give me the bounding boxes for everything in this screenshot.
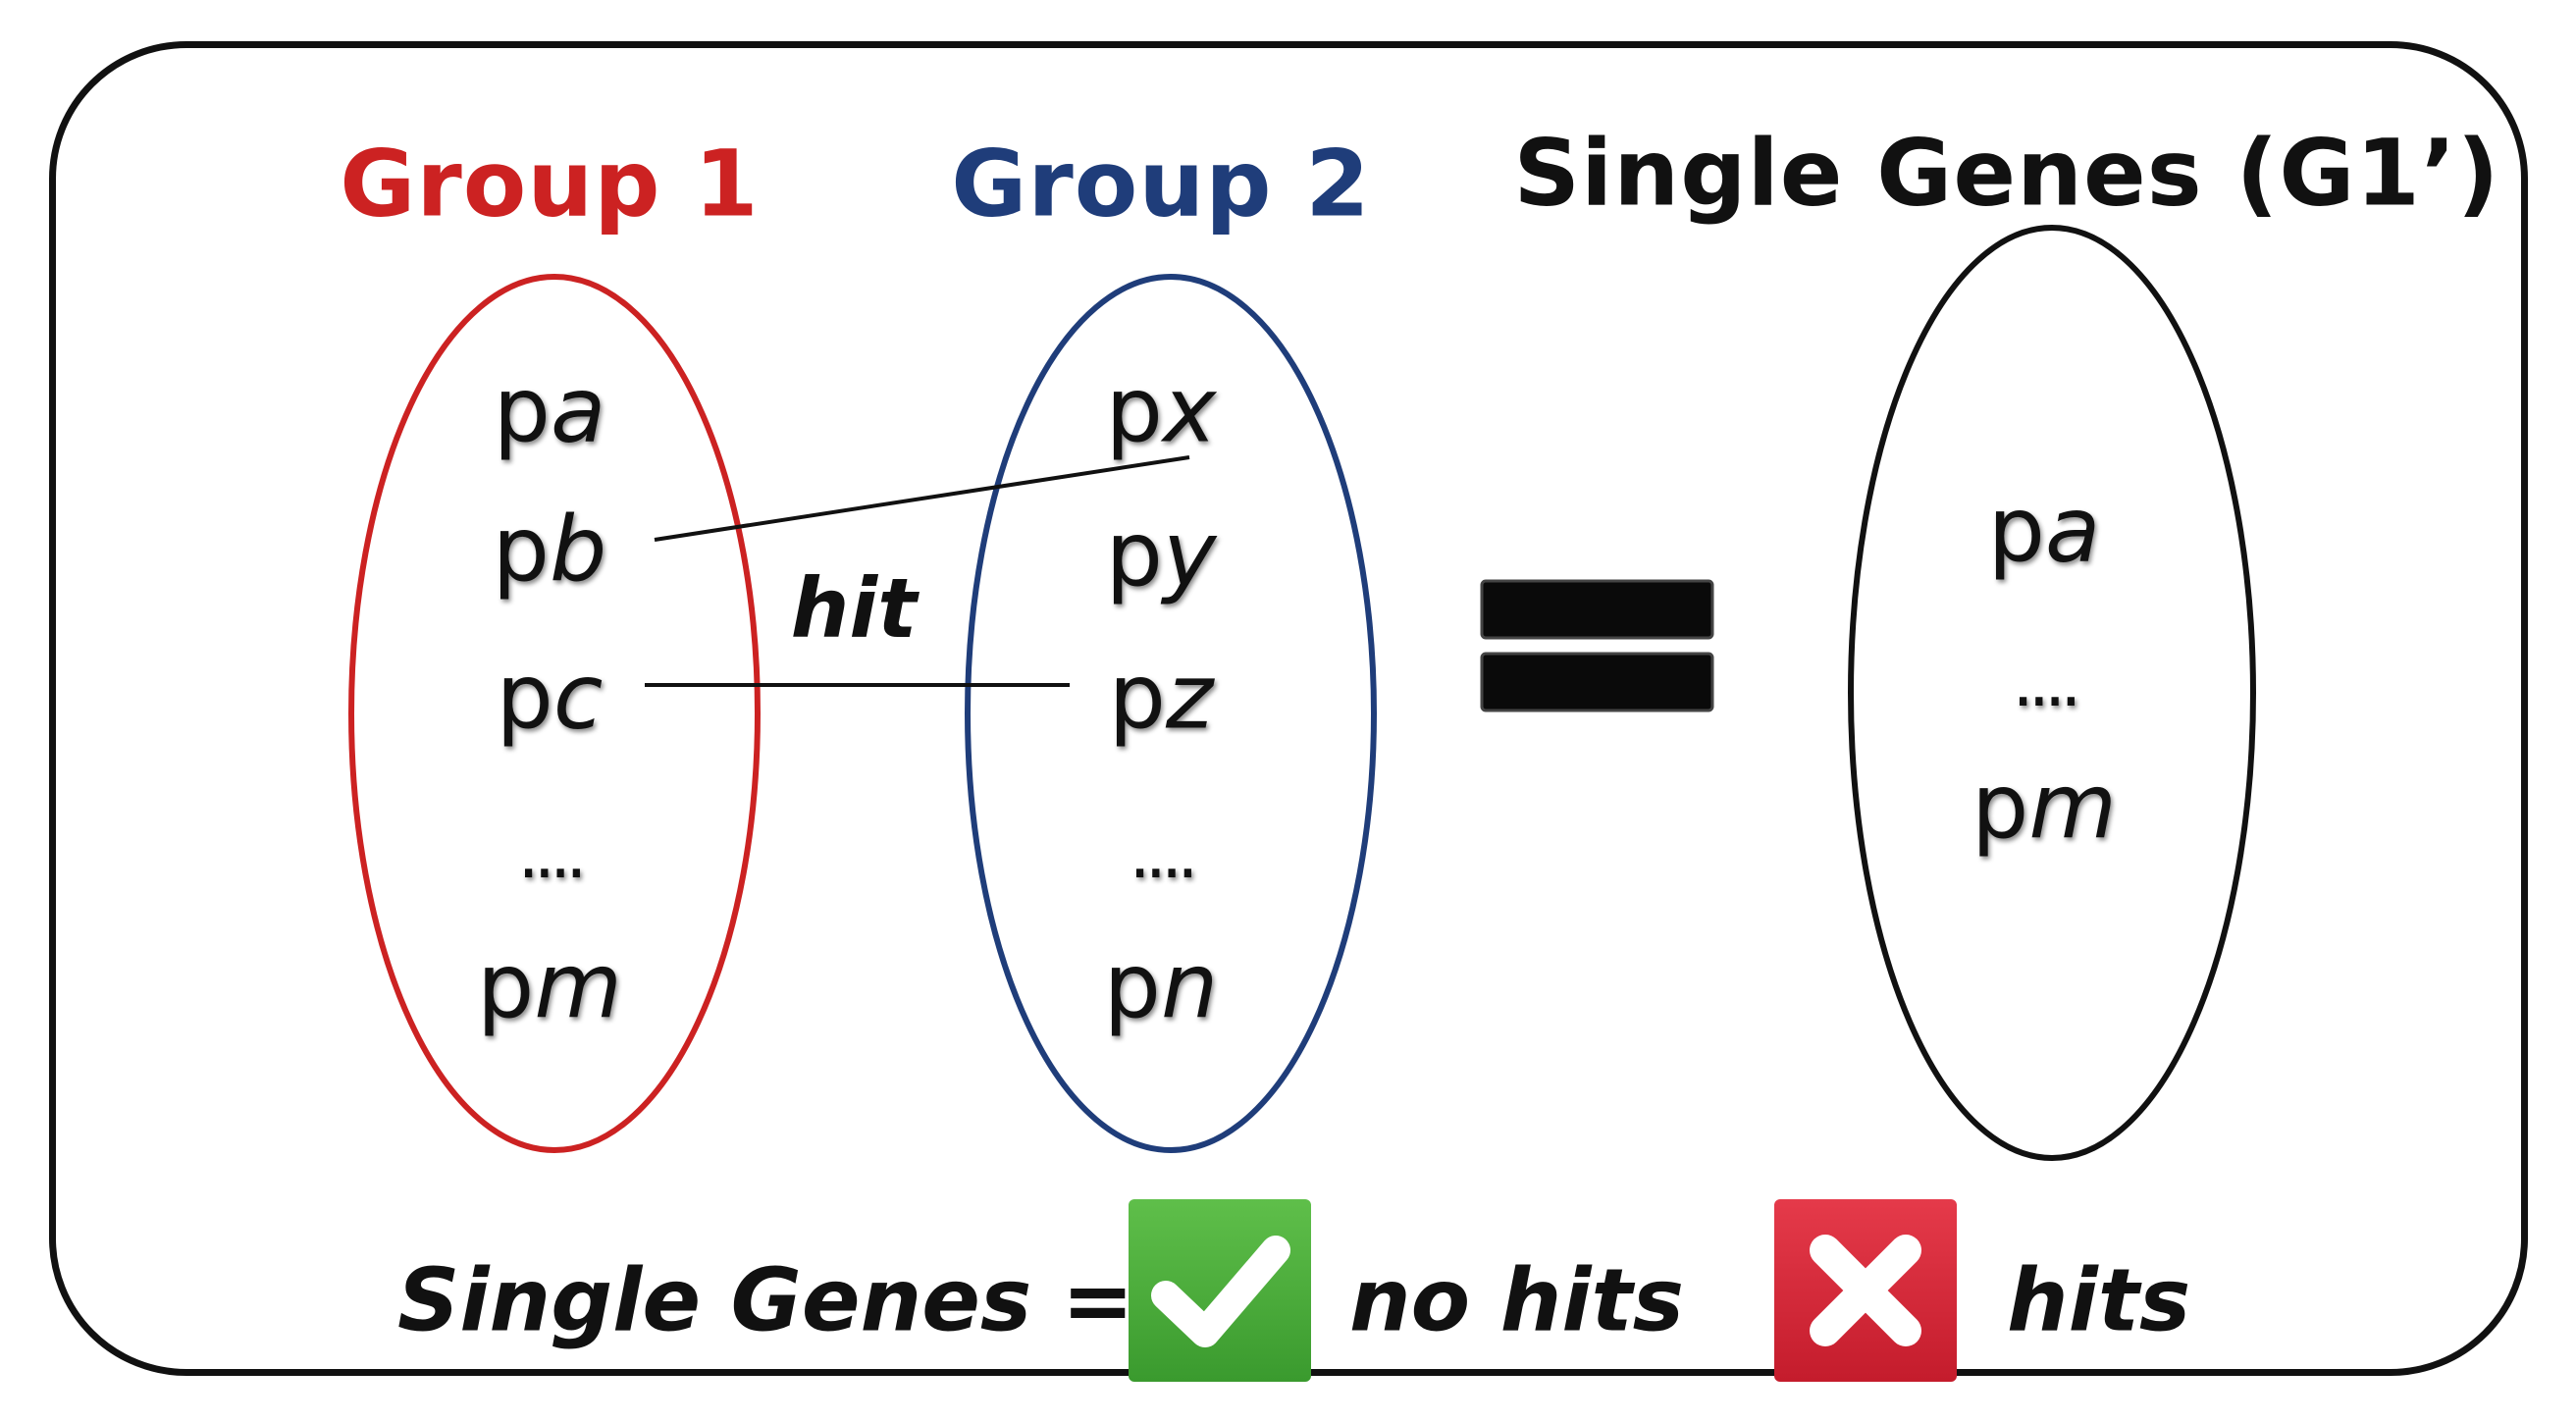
- legend-no-hits: no hits: [1349, 1249, 1684, 1351]
- group2-item-pz: pz: [1108, 644, 1214, 750]
- single-item-pm: pm: [1971, 754, 2118, 860]
- x-icon: [1774, 1199, 1957, 1382]
- group1-ellipse: [348, 274, 761, 1153]
- single-genes-ellipse: [1848, 225, 2256, 1161]
- group1-item-pm: pm: [476, 933, 623, 1039]
- legend-prefix: Single Genes =: [397, 1249, 1134, 1351]
- legend-hits: hits: [2007, 1249, 2191, 1351]
- single-genes-title: Single Genes (G1’): [1513, 120, 2500, 228]
- group2-ellipsis: ....: [1129, 814, 1198, 894]
- group2-title: Group 2: [951, 131, 1371, 238]
- group2-item-py: py: [1105, 501, 1217, 607]
- equals-sign: [1480, 579, 1714, 712]
- group1-item-pc: pc: [496, 644, 604, 750]
- group1-title: Group 1: [340, 131, 760, 238]
- hit-label: hit: [790, 560, 918, 657]
- connection-line-pb-px: [654, 455, 1190, 542]
- check-icon: [1129, 1199, 1311, 1382]
- group2-item-px: px: [1105, 357, 1217, 463]
- group1-ellipsis: ....: [517, 814, 587, 894]
- group1-item-pb: pb: [492, 497, 607, 603]
- group2-ellipse: [965, 274, 1377, 1153]
- group1-item-pa: pa: [493, 357, 606, 463]
- single-ellipsis: ....: [2012, 642, 2081, 722]
- single-item-pa: pa: [1987, 477, 2101, 583]
- group2-item-pn: pn: [1103, 933, 1219, 1039]
